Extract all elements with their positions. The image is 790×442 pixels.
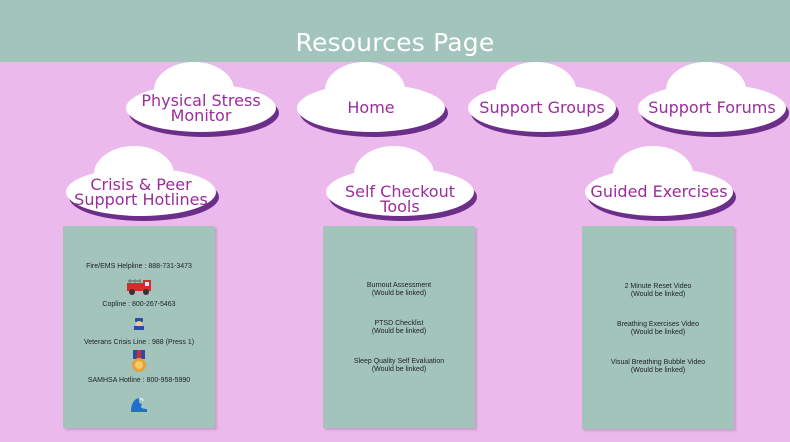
burnout-assessment-note: (Would be linked) bbox=[371, 290, 427, 297]
two-minute-reset-link[interactable]: 2 Minute Reset Video (Would be linked) bbox=[582, 283, 734, 299]
guided-exercises-heading: Guided Exercises bbox=[585, 146, 733, 218]
fire-truck-icon bbox=[63, 278, 215, 300]
page-header: Resources Page bbox=[0, 0, 790, 62]
home-label: Home bbox=[347, 98, 395, 117]
military-medal-icon bbox=[63, 350, 215, 379]
breathing-bubble-name: Visual Breathing Bubble Video bbox=[610, 359, 706, 366]
sleep-quality-name: Sleep Quality Self Evaluation bbox=[353, 358, 445, 365]
home-button[interactable]: Home bbox=[297, 62, 445, 134]
support-groups-button[interactable]: Support Groups bbox=[468, 62, 616, 134]
breathing-exercises-name: Breathing Exercises Video bbox=[617, 321, 699, 328]
breathing-bubble-note: (Would be linked) bbox=[630, 367, 686, 374]
hotline-copline[interactable]: Copline : 800-267-5463 bbox=[102, 301, 176, 308]
breathing-exercises-link[interactable]: Breathing Exercises Video (Would be link… bbox=[582, 321, 734, 337]
hotline-fire-ems[interactable]: Fire/EMS Helpline : 888-731-3473 bbox=[86, 263, 192, 270]
ptsd-checklist-name: PTSD Checklist bbox=[374, 320, 424, 327]
sleep-quality-link[interactable]: Sleep Quality Self Evaluation (Would be … bbox=[323, 358, 475, 374]
breathing-bubble-link[interactable]: Visual Breathing Bubble Video (Would be … bbox=[582, 359, 734, 375]
two-minute-reset-note: (Would be linked) bbox=[630, 291, 686, 298]
hotline-samhsa[interactable]: SAMHSA Hotline : 800-958-5990 bbox=[87, 377, 191, 384]
hotline-veterans-crisis[interactable]: Veterans Crisis Line : 988 (Press 1) bbox=[83, 339, 195, 346]
self-checkout-panel: Burnout Assessment (Would be linked) PTS… bbox=[323, 226, 475, 428]
burnout-assessment-link[interactable]: Burnout Assessment (Would be linked) bbox=[323, 282, 475, 298]
burnout-assessment-name: Burnout Assessment bbox=[366, 282, 432, 289]
crisis-title-line-2: Support Hotlines bbox=[74, 190, 208, 209]
support-forums-label: Support Forums bbox=[648, 98, 776, 117]
crisis-title-line-1: Crisis & Peer bbox=[90, 175, 192, 194]
physical-stress-monitor-button[interactable]: Physical Stress Monitor bbox=[126, 62, 276, 134]
two-minute-reset-name: 2 Minute Reset Video bbox=[624, 283, 692, 290]
crisis-hotlines-panel: Fire/EMS Helpline : 888-731-3473 Copline… bbox=[63, 226, 215, 428]
nav-label-line-2: Monitor bbox=[170, 106, 232, 125]
nav-label-line-1: Physical Stress bbox=[141, 91, 261, 110]
police-officer-icon bbox=[63, 318, 215, 334]
page-title: Resources Page bbox=[295, 27, 495, 57]
support-forums-button[interactable]: Support Forums bbox=[638, 62, 786, 134]
breathing-exercises-note: (Would be linked) bbox=[630, 329, 686, 336]
self-checkout-title: Self Checkout Tools bbox=[344, 182, 455, 216]
self-checkout-heading: Self Checkout Tools bbox=[326, 146, 474, 218]
support-groups-label: Support Groups bbox=[479, 98, 605, 117]
guided-exercises-title: Guided Exercises bbox=[590, 182, 728, 201]
crisis-hotlines-heading: Crisis & Peer Support Hotlines bbox=[66, 146, 216, 218]
wave-icon bbox=[63, 395, 215, 417]
guided-exercises-panel: 2 Minute Reset Video (Would be linked) B… bbox=[582, 226, 734, 429]
sleep-quality-note: (Would be linked) bbox=[371, 366, 427, 373]
ptsd-checklist-link[interactable]: PTSD Checklist (Would be linked) bbox=[323, 320, 475, 336]
ptsd-checklist-note: (Would be linked) bbox=[371, 328, 427, 335]
